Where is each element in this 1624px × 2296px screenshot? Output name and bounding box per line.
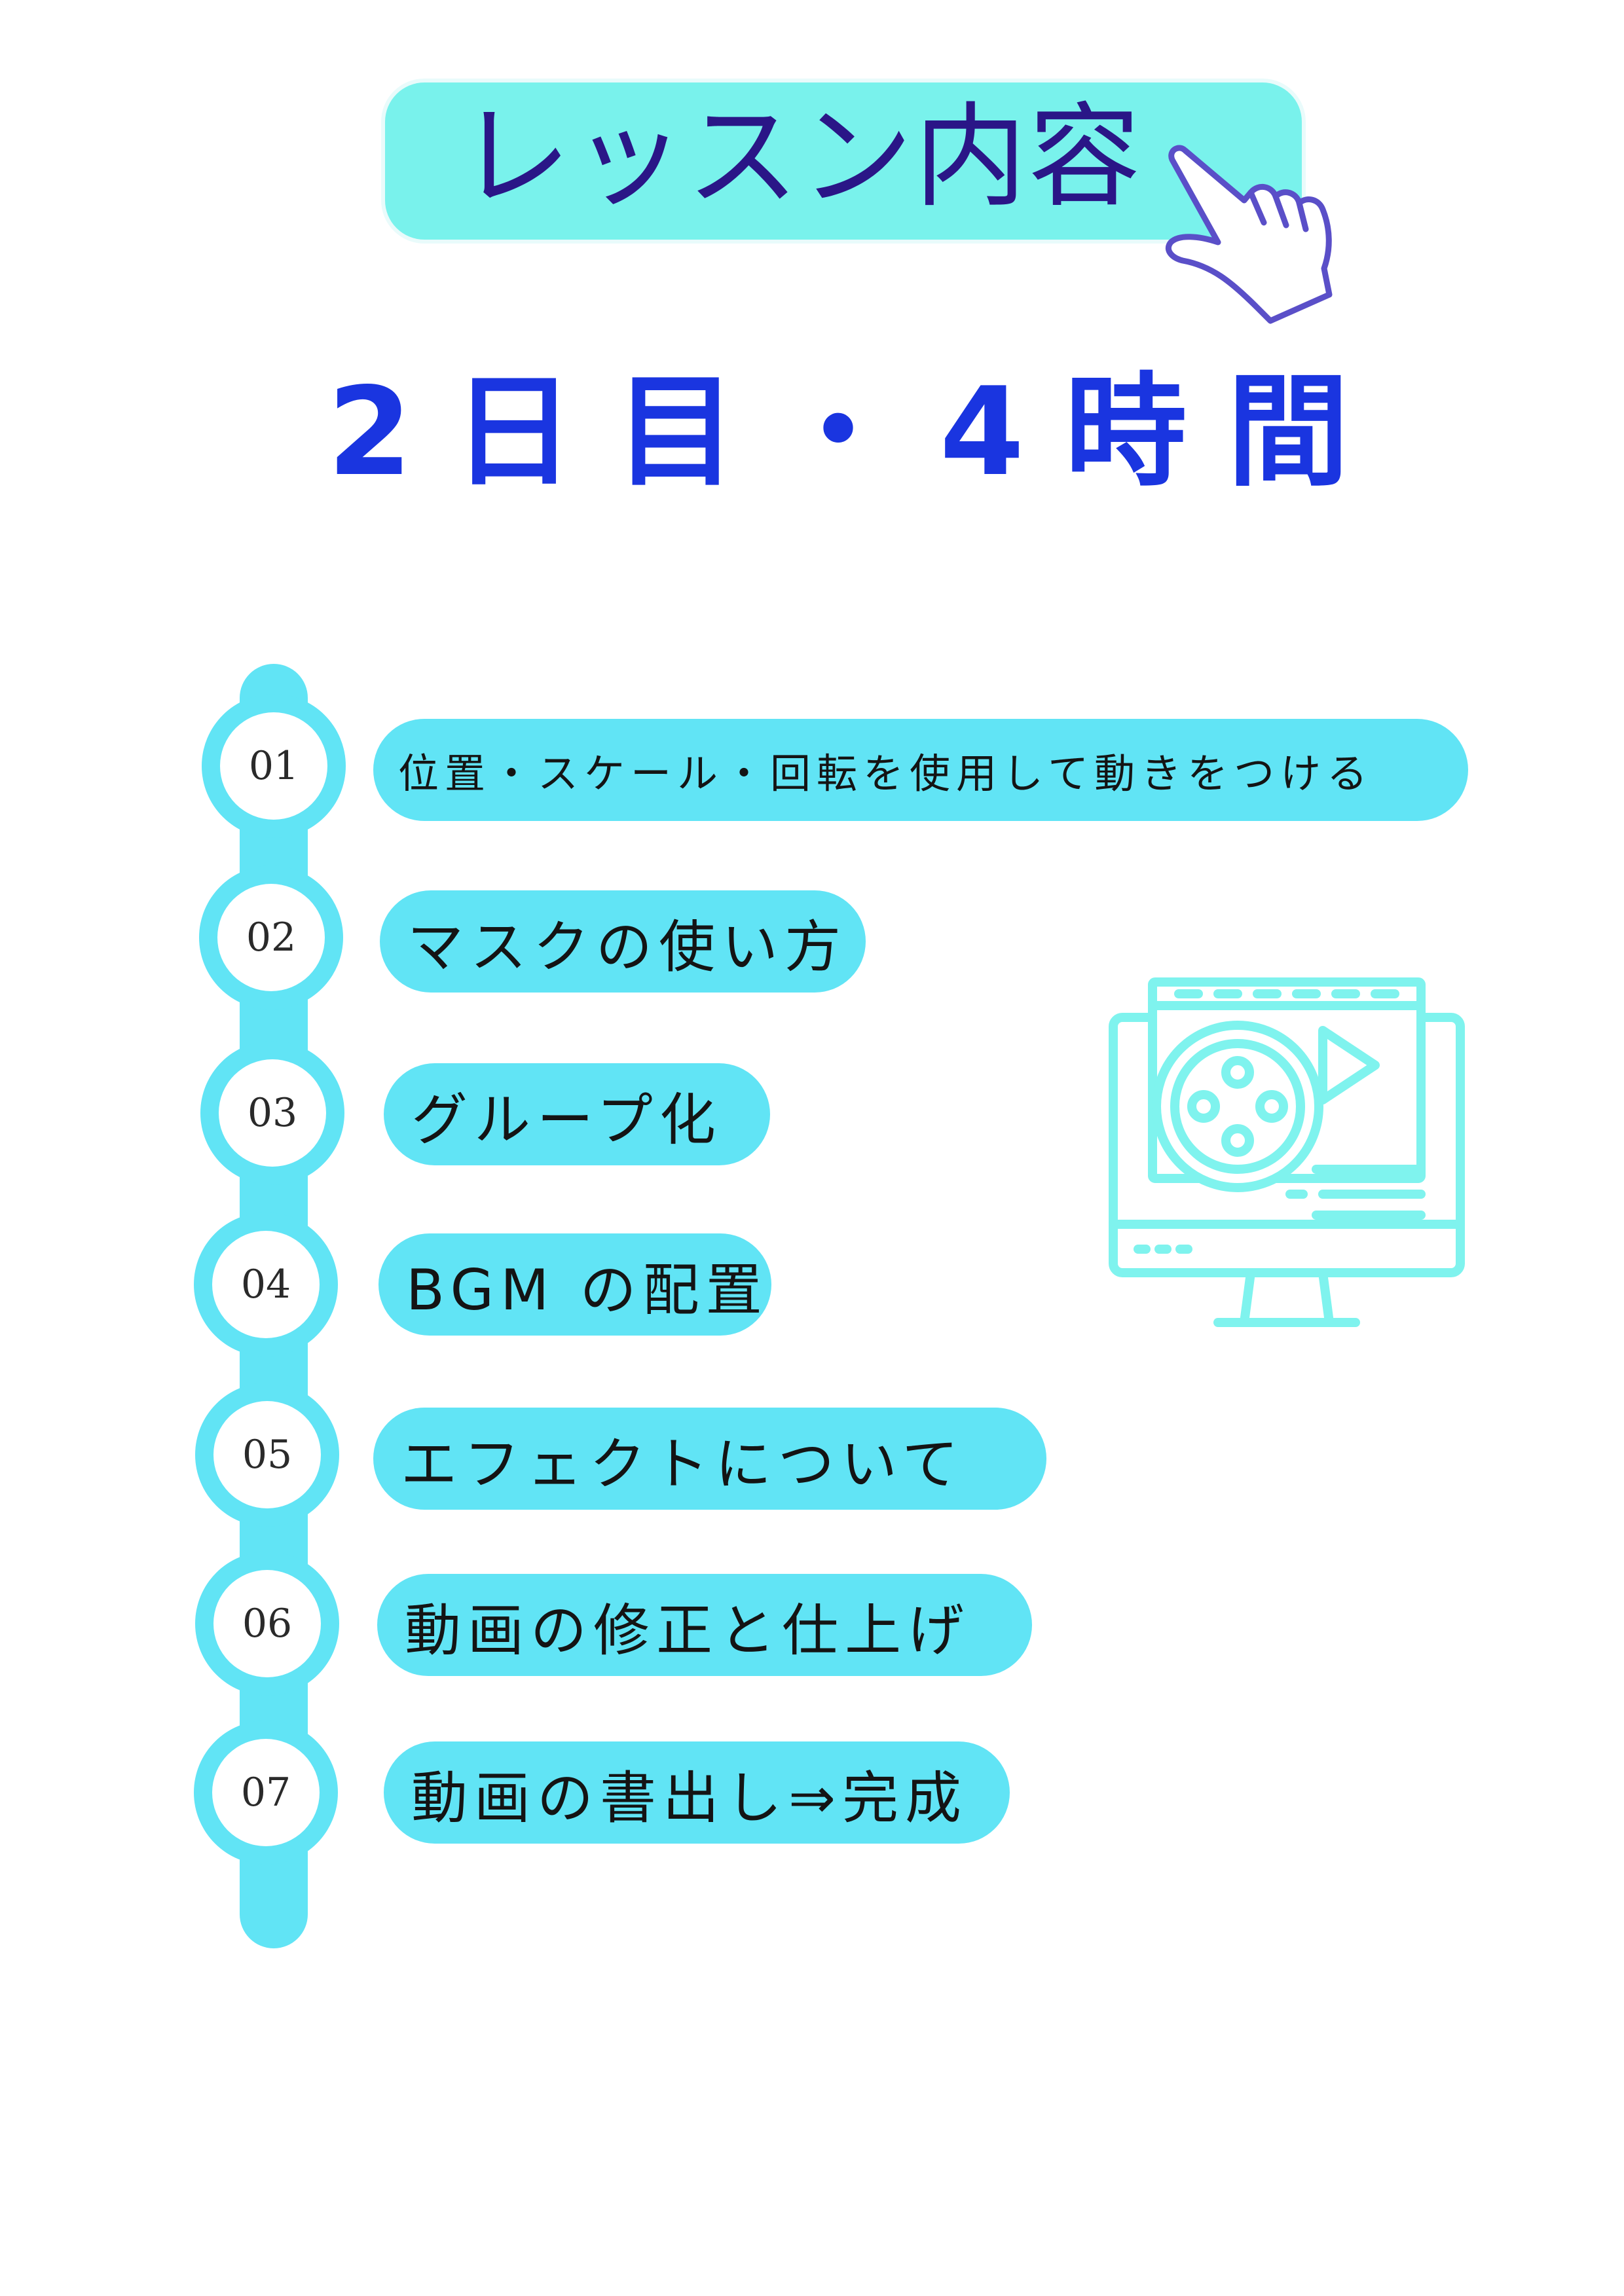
step-number: 02 bbox=[217, 884, 325, 991]
title-banner bbox=[385, 82, 1302, 240]
step-label: エフェクトについて bbox=[373, 1408, 1046, 1510]
step-node: 07 bbox=[194, 1721, 338, 1865]
step-number: 03 bbox=[219, 1059, 326, 1167]
step-number: 04 bbox=[212, 1231, 320, 1338]
step-node: 05 bbox=[195, 1383, 339, 1527]
step-label: 位置・スケール・回転を使用して動きをつける bbox=[373, 719, 1468, 821]
step-label: 動画の書出し⇒完成 bbox=[384, 1741, 1010, 1844]
video-editing-monitor-icon bbox=[1109, 977, 1465, 1327]
subtitle-char: 時 bbox=[1065, 361, 1187, 503]
step-node: 06 bbox=[195, 1552, 339, 1696]
subtitle-hour-count: 4 bbox=[939, 361, 1025, 503]
page-title: レッスン内容 bbox=[458, 91, 1142, 223]
subtitle-day-count: 2 bbox=[327, 361, 413, 503]
step-label: BGM の配置 bbox=[378, 1233, 771, 1336]
step-label: グループ化 bbox=[384, 1063, 770, 1165]
subtitle: 2 日 目 ・ 4 時 間 bbox=[327, 367, 1349, 498]
subtitle-char: 間 bbox=[1227, 361, 1349, 503]
step-number: 06 bbox=[213, 1570, 321, 1677]
step-node: 03 bbox=[200, 1041, 344, 1185]
step-node: 02 bbox=[199, 866, 343, 1010]
step-number: 01 bbox=[220, 712, 327, 820]
pointing-hand-icon bbox=[1165, 145, 1333, 324]
step-label: マスクの使い方 bbox=[380, 890, 866, 993]
step-node: 01 bbox=[202, 694, 346, 838]
subtitle-separator: ・ bbox=[777, 361, 899, 503]
step-node: 04 bbox=[194, 1212, 338, 1357]
step-label: 動画の修正と仕上げ bbox=[377, 1574, 1032, 1676]
step-number: 05 bbox=[213, 1401, 321, 1508]
subtitle-char: 目 bbox=[615, 361, 737, 503]
step-number: 07 bbox=[212, 1739, 320, 1846]
subtitle-char: 日 bbox=[452, 361, 575, 503]
